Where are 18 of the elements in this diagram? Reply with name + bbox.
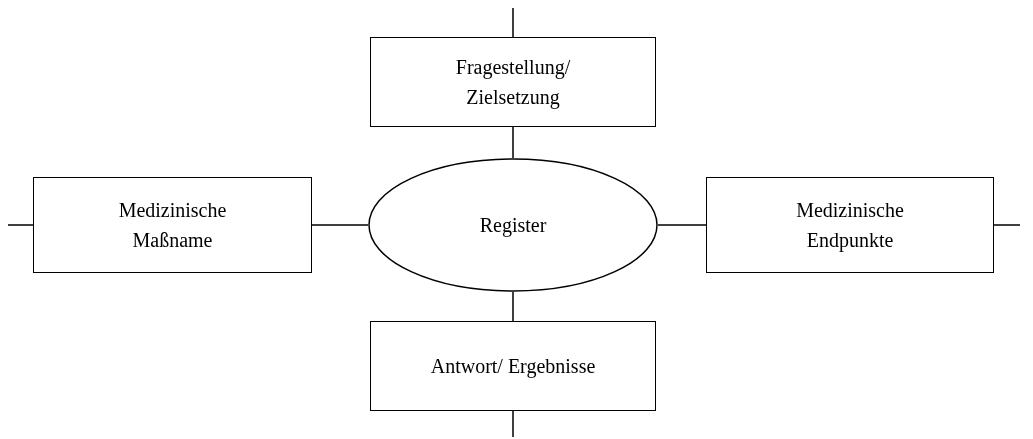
process-box xyxy=(706,177,994,273)
connector-line xyxy=(993,224,1021,226)
connector-line xyxy=(7,224,34,226)
ellipse-node xyxy=(368,158,658,292)
node-label: Medizinische Maßname xyxy=(117,198,228,253)
connector-line xyxy=(512,410,514,438)
process-box xyxy=(370,37,656,127)
node-label: Antwort/ Ergebnisse xyxy=(429,354,597,380)
connector-line xyxy=(657,224,707,226)
node-label: Fragestellung/ Zielsetzung xyxy=(454,55,572,111)
connector-line xyxy=(512,7,514,38)
process-box xyxy=(33,177,312,273)
process-box xyxy=(370,321,656,411)
connector-line xyxy=(512,126,514,159)
node-label: Medizinische Endpunkte xyxy=(795,198,905,254)
connector-line xyxy=(311,224,369,226)
node-label: Register xyxy=(478,213,548,239)
connector-line xyxy=(512,291,514,322)
